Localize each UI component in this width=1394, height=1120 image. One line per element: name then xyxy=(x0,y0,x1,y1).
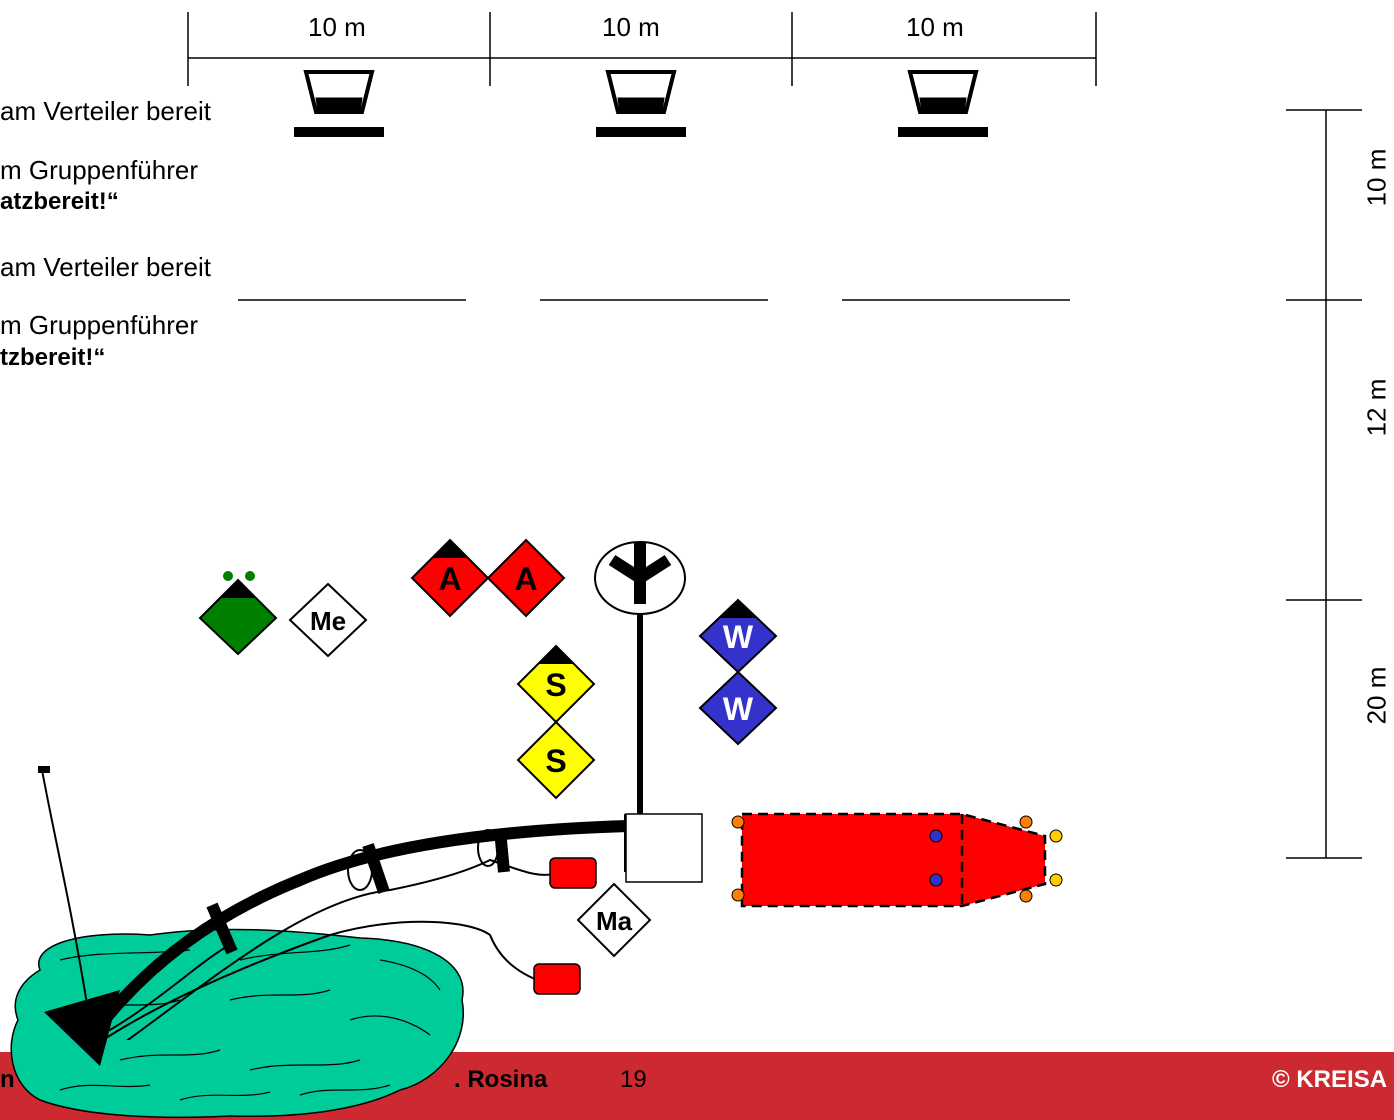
footer-author: . Rosina xyxy=(454,1066,548,1093)
water-troop-member-symbol xyxy=(698,670,778,746)
messenger-symbol xyxy=(288,582,368,658)
right-dimension-label-1: 10 m xyxy=(1361,148,1392,207)
right-dimension-lines xyxy=(1286,109,1362,859)
equipment-box xyxy=(549,857,597,889)
target-bucket-icon xyxy=(294,70,384,137)
main-supply-hose xyxy=(77,820,629,1054)
top-dimension-label-1: 10 m xyxy=(308,12,366,42)
thin-lines xyxy=(41,769,561,1061)
footer-copyright: © KREISA xyxy=(1272,1066,1388,1093)
instruction-line-6: tzbereit!“ xyxy=(0,344,106,371)
right-dimension-label-3: 20 m xyxy=(1361,666,1392,725)
group-leader-symbol xyxy=(198,571,278,656)
fire-engine xyxy=(731,812,1063,908)
equipment-box xyxy=(533,963,581,995)
top-dimension-lines xyxy=(187,12,1097,86)
top-dimension-label-2: 10 m xyxy=(602,12,660,42)
right-dimension-label-2: 12 m xyxy=(1361,378,1392,437)
attack-troop-leader-symbol xyxy=(410,538,490,618)
hose-troop-member-symbol xyxy=(516,720,596,800)
hose-leader-label: S xyxy=(545,667,566,703)
water-leader-label: W xyxy=(723,619,754,655)
strainer xyxy=(38,766,50,773)
pond-overlay xyxy=(10,1040,459,1119)
instruction-line-3: atzbereit!“ xyxy=(0,188,119,215)
messenger-label: Me xyxy=(310,606,346,636)
footer-page-number: 19 xyxy=(620,1066,647,1093)
machinist-label: Ma xyxy=(596,906,633,936)
water-member-label: W xyxy=(723,691,754,727)
target-bucket-icon xyxy=(596,70,686,137)
machinist-symbol xyxy=(576,882,652,958)
instruction-line-2: m Gruppenführer xyxy=(0,155,198,185)
footer-left-text: n xyxy=(0,1066,15,1093)
pump-box xyxy=(625,813,703,883)
top-dimension-label-3: 10 m xyxy=(906,12,964,42)
hose-member-label: S xyxy=(545,743,566,779)
target-bucket-icon xyxy=(898,70,988,137)
instruction-line-1: am Verteiler bereit xyxy=(0,96,211,126)
attack-leader-label: A xyxy=(438,561,461,597)
instruction-line-4: am Verteiler bereit xyxy=(0,252,211,282)
attack-troop-member-symbol xyxy=(486,538,566,618)
attack-member-label: A xyxy=(514,561,537,597)
instruction-line-5: m Gruppenführer xyxy=(0,310,198,340)
distributor-symbol xyxy=(594,541,686,615)
